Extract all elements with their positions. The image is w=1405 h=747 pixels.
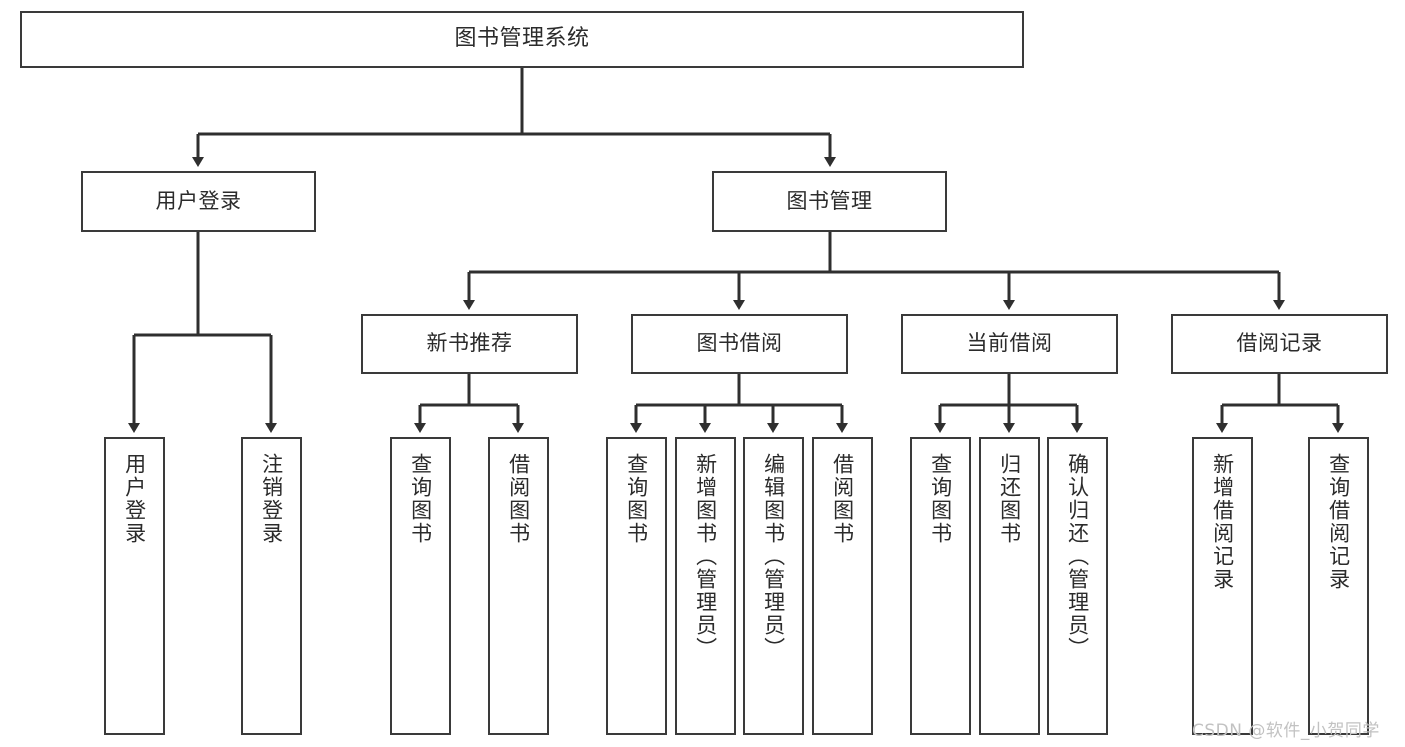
node-label: 查询借阅记录 (1326, 453, 1351, 591)
leaf-new-book-query[interactable]: 查询图书 (390, 437, 451, 735)
leaf-book-borrow-edit-admin[interactable]: 编辑图书（管理员） (743, 437, 804, 735)
node-book-management[interactable]: 图书管理 (712, 171, 947, 232)
leaf-book-borrow-query[interactable]: 查询图书 (606, 437, 667, 735)
node-label: 新增借阅记录 (1210, 453, 1235, 591)
node-label: 用户登录 (122, 453, 147, 545)
node-label: 查询图书 (928, 453, 953, 545)
leaf-borrow-record-query[interactable]: 查询借阅记录 (1308, 437, 1369, 735)
node-label: 查询图书 (624, 453, 649, 545)
leaf-user-login-signout[interactable]: 注销登录 (241, 437, 302, 735)
leaf-borrow-record-add[interactable]: 新增借阅记录 (1192, 437, 1253, 735)
node-user-login[interactable]: 用户登录 (81, 171, 316, 232)
csdn-watermark: CSDN @软件_小贺同学 (1192, 721, 1380, 741)
leaf-current-borrow-return[interactable]: 归还图书 (979, 437, 1040, 735)
node-label: 图书管理系统 (454, 26, 590, 52)
leaf-current-borrow-query[interactable]: 查询图书 (910, 437, 971, 735)
node-label: 确认归还（管理员） (1065, 453, 1090, 660)
node-label: 用户登录 (155, 188, 242, 213)
node-label: 编辑图书（管理员） (761, 453, 786, 660)
node-label: 注销登录 (259, 453, 284, 545)
node-root-library-system[interactable]: 图书管理系统 (20, 11, 1024, 68)
node-current-borrow[interactable]: 当前借阅 (901, 314, 1118, 374)
node-label: 借阅记录 (1236, 331, 1323, 356)
node-label: 借阅图书 (830, 453, 855, 545)
node-book-borrow[interactable]: 图书借阅 (631, 314, 848, 374)
node-label: 新书推荐 (426, 331, 513, 356)
node-label: 归还图书 (997, 453, 1022, 545)
node-label: 图书借阅 (696, 331, 783, 356)
leaf-user-login-signin[interactable]: 用户登录 (104, 437, 165, 735)
node-new-book-recommend[interactable]: 新书推荐 (361, 314, 578, 374)
leaf-new-book-borrow[interactable]: 借阅图书 (488, 437, 549, 735)
leaf-book-borrow-add-admin[interactable]: 新增图书（管理员） (675, 437, 736, 735)
node-label: 图书管理 (786, 188, 873, 213)
node-label: 借阅图书 (506, 453, 531, 545)
node-label: 查询图书 (408, 453, 433, 545)
node-label: 新增图书（管理员） (693, 453, 718, 660)
node-label: 当前借阅 (966, 331, 1053, 356)
leaf-book-borrow-borrow[interactable]: 借阅图书 (812, 437, 873, 735)
leaf-current-borrow-confirm-admin[interactable]: 确认归还（管理员） (1047, 437, 1108, 735)
node-borrow-record[interactable]: 借阅记录 (1171, 314, 1388, 374)
